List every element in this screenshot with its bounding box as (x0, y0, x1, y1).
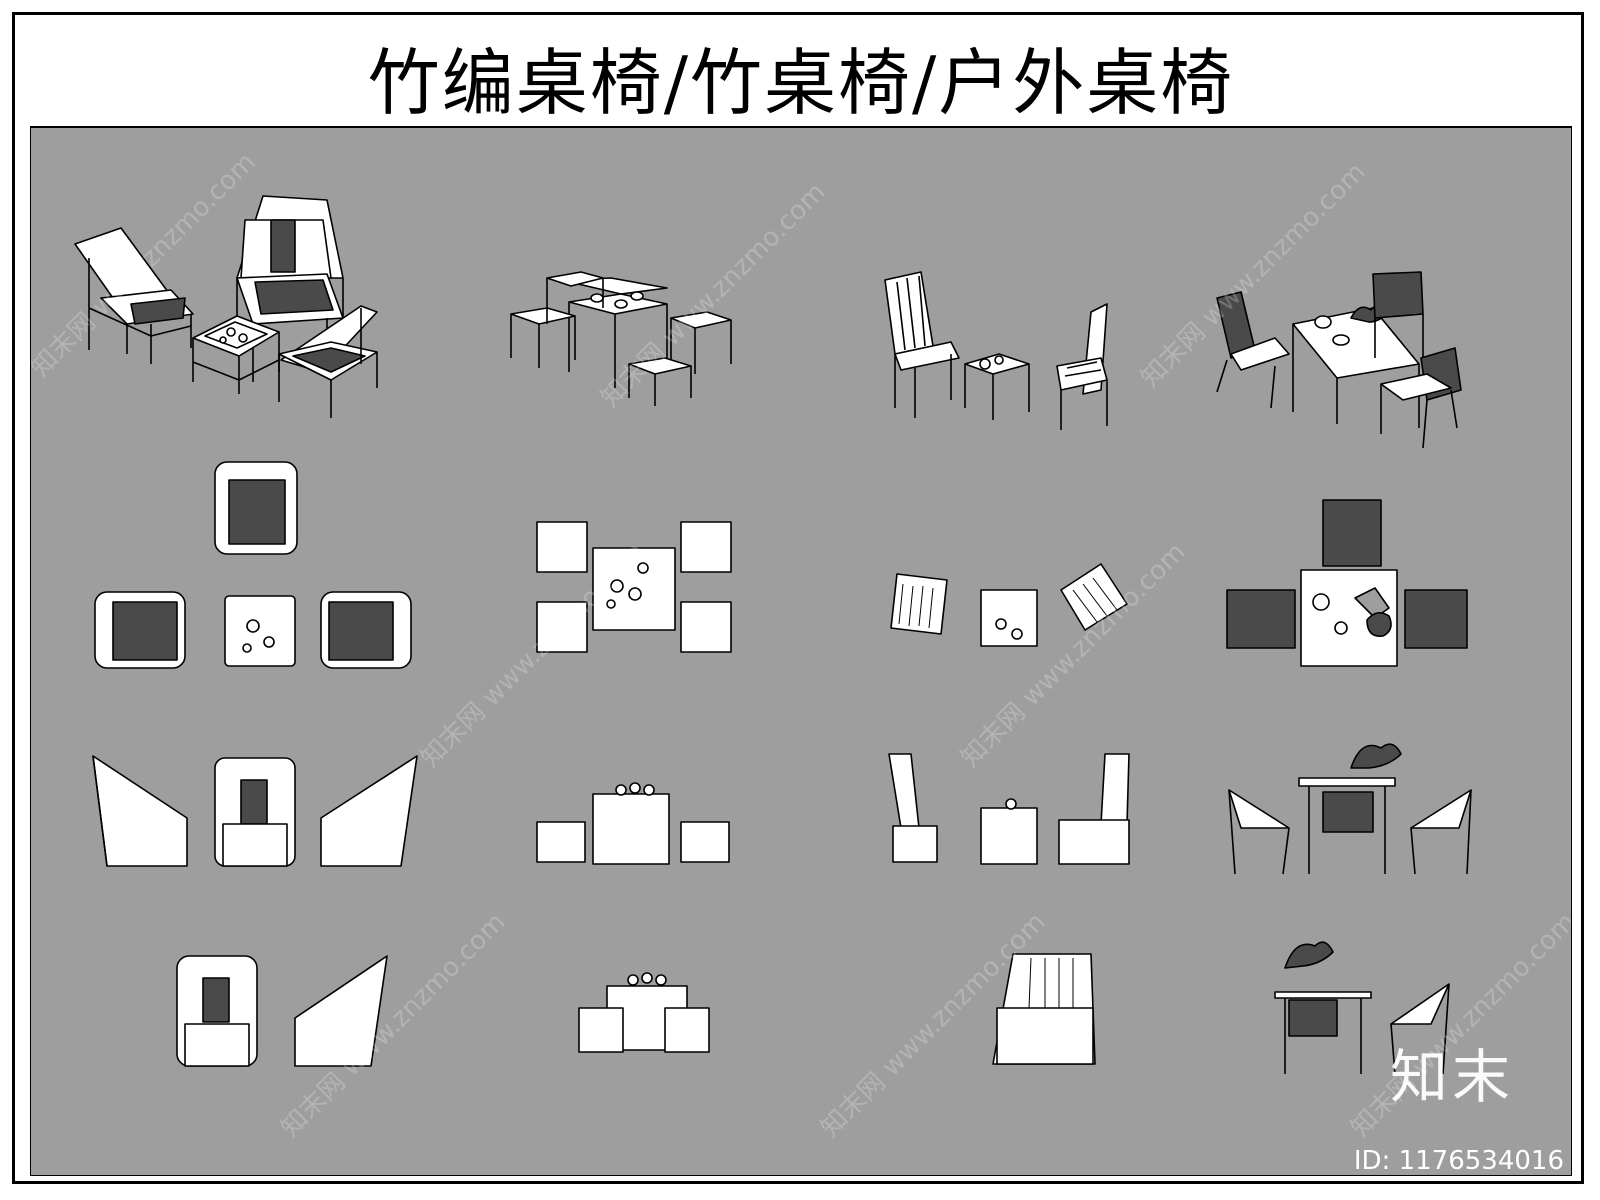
page-title: 竹编桌椅/竹桌椅/户外桌椅 (367, 40, 1235, 125)
tea-table-stool-set-perspective (510, 271, 732, 406)
dining-rope-chair-set-front-elevation (1228, 743, 1472, 875)
tea-table-stool-set-front-elevation (536, 782, 730, 865)
brand-logo: 知末 (1389, 1043, 1514, 1111)
tea-table-stool-set-plan (536, 521, 732, 653)
bamboo-lounge-set-plan (94, 461, 412, 669)
title-bar: 竹编桌椅/竹桌椅/户外桌椅 (30, 26, 1572, 128)
bamboo-highback-set-perspective (884, 271, 1108, 430)
dining-rope-chair-set-plan (1226, 499, 1468, 667)
outer-frame (12, 12, 1584, 1184)
dining-rope-chair-set-side-elevation (1274, 941, 1450, 1075)
image-id-label: ID: 1176534016 (1353, 1146, 1564, 1176)
bamboo-lounge-set-perspective (74, 195, 378, 418)
bamboo-lounge-set-front-elevation (92, 755, 418, 867)
bamboo-highback-set-front-elevation (888, 753, 1130, 865)
dining-rope-chair-set-perspective (1216, 271, 1462, 449)
bamboo-lounge-set-side-elevation (176, 955, 388, 1067)
tea-table-stool-set-side-elevation (578, 972, 710, 1053)
bamboo-highback-set-plan (890, 563, 1128, 647)
cad-drawing (74, 195, 1472, 1075)
bamboo-highback-set-side-elevation (992, 953, 1096, 1065)
drawing-canvas: 知末网 www.znzmo.com 知末网 www.znzmo.com 知末网 … (31, 128, 1571, 1175)
